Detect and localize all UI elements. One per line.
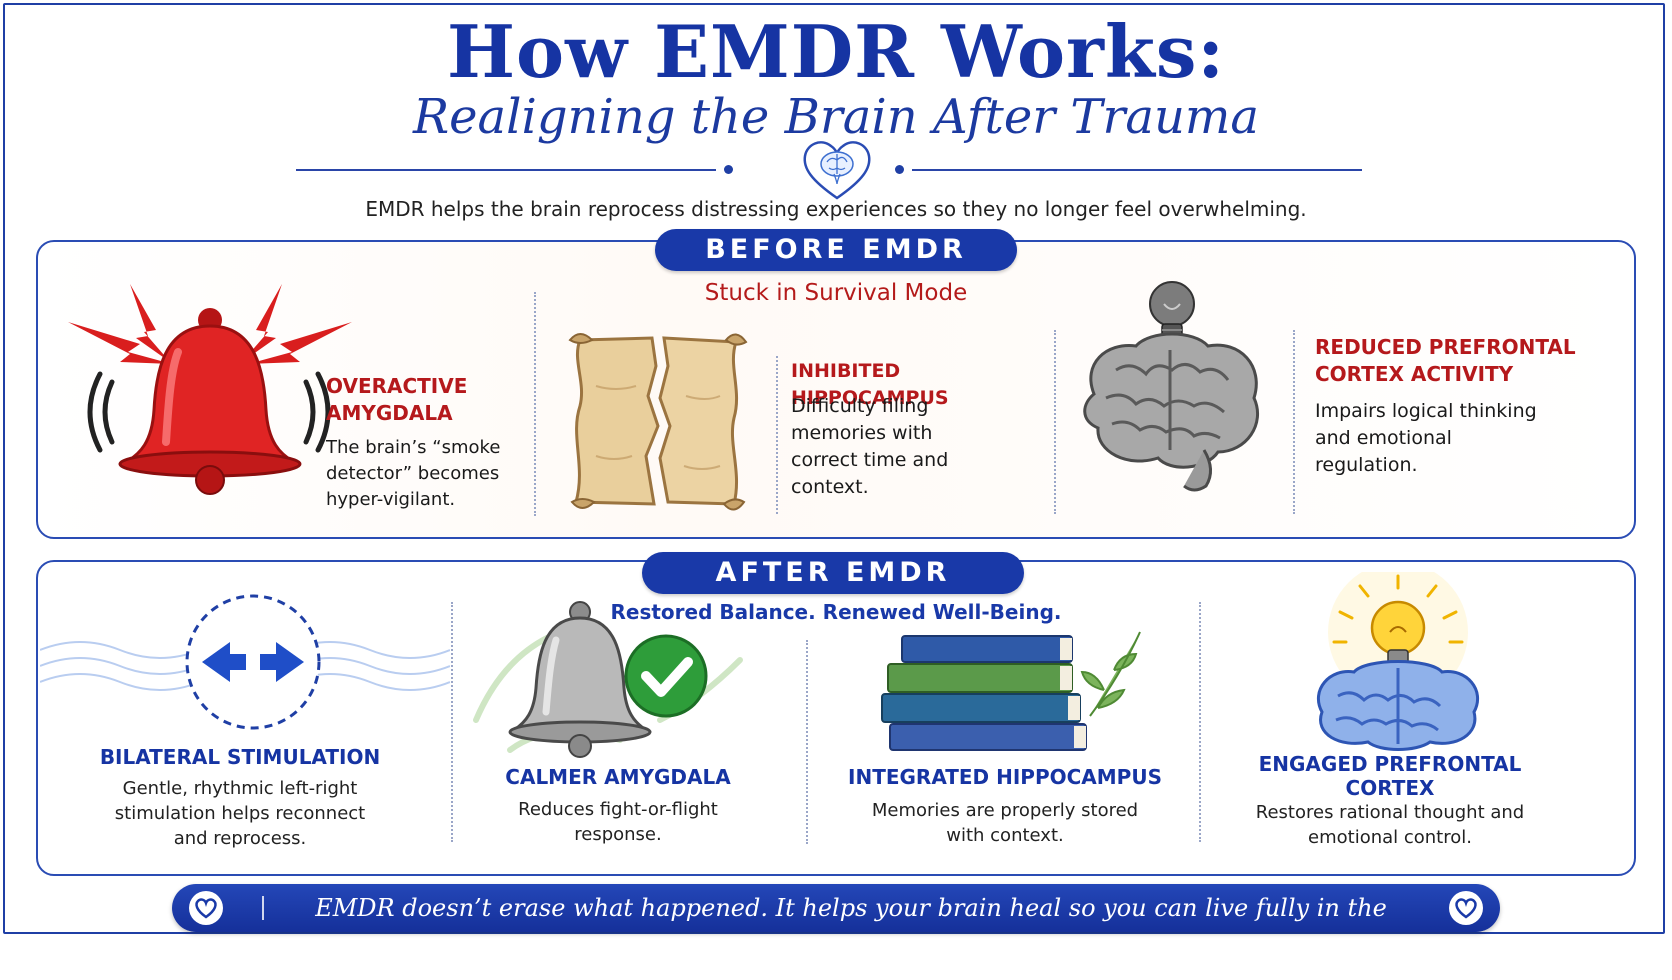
heart-icon-right [1449,891,1483,925]
reduced-prefrontal-title: REDUCED PREFRONTAL CORTEX ACTIVITY [1315,335,1576,386]
footer-message: EMDR doesn’t erase what happened. It hel… [315,894,1387,970]
stacked-books-icon [881,631,1141,751]
banner-divider [262,896,264,920]
before-tagline: Stuck in Survival Mode [704,280,968,306]
heart-brain-emblem-icon [803,141,871,200]
inhibited-hippocampus-title: INHIBITED HIPPOCAMPUS [791,360,949,409]
before-separator-2 [776,356,778,514]
bilateral-stimulation-title: BILATERAL STIMULATION [99,745,381,769]
footer-banner: EMDR doesn’t erase what happened. It hel… [172,884,1500,970]
calmer-amygdala-desc: Reduces fight-or-flight response. [518,799,718,845]
integrated-hippocampus-title: INTEGRATED HIPPOCAMPUS [848,765,1162,789]
bright-brain-bulb-icon [1316,572,1480,751]
after-separator-1 [451,602,453,842]
torn-scroll-icon [568,333,748,511]
after-tagline: Restored Balance. Renewed Well-Being. [610,600,1062,624]
after-separator-2 [806,640,808,844]
integrated-hippocampus-desc: Memories are properly stored with contex… [871,800,1139,846]
dim-brain-bulb-icon [1083,281,1260,492]
overactive-amygdala-desc: The brain’s “smoke detector” becomes hyp… [326,437,501,510]
bilateral-stimulation-desc: Gentle, rhythmic left-right stimulation … [114,778,366,849]
divider-right [912,169,1362,171]
after-separator-3 [1199,602,1201,842]
before-emdr-label: BEFORE EMDR [655,229,1017,271]
before-separator-1 [534,292,536,516]
heart-icon-left [189,891,223,925]
intro-text: EMDR helps the brain reprocess distressi… [365,197,1307,221]
after-emdr-label: AFTER EMDR [642,552,1024,594]
divider-dot-left [724,165,733,174]
infographic-frame [3,3,1665,934]
inhibited-hippocampus-desc: Difficulty filing memories with correct … [791,395,949,498]
overactive-amygdala-title: OVERACTIVE AMYGDALA [326,374,468,425]
calmer-amygdala-title: CALMER AMYGDALA [505,765,731,789]
divider-dot-right [895,165,904,174]
calm-bell-check-icon [473,601,743,758]
engaged-prefrontal-desc: Restores rational thought and emotional … [1255,802,1525,848]
reduced-prefrontal-desc: Impairs logical thinking and emotional r… [1315,400,1537,476]
page-title: How EMDR Works: [447,9,1225,94]
divider-left [296,169,716,171]
before-separator-3 [1054,330,1056,514]
alarm-bell-icon [68,284,352,495]
engaged-prefrontal-title: ENGAGED PREFRONTAL CORTEX [1258,752,1522,800]
bilateral-arrows-icon [40,594,450,730]
page-subtitle: Realigning the Brain After Trauma [412,89,1260,145]
before-separator-4 [1293,330,1295,514]
